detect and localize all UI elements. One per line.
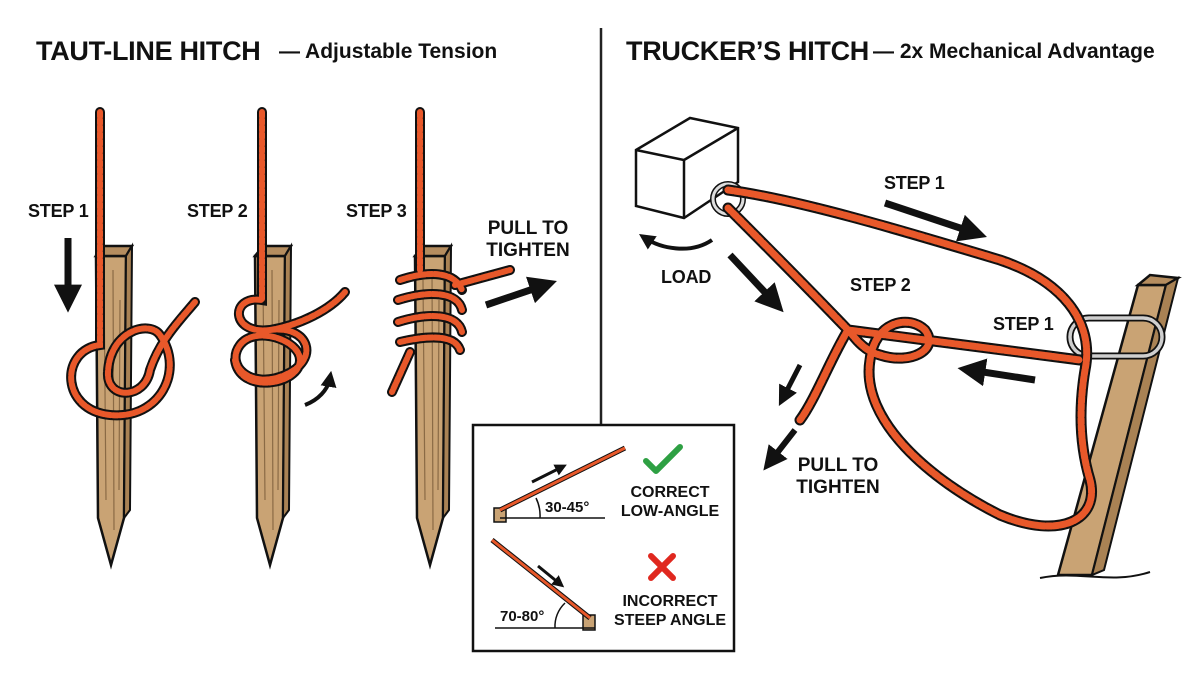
incorrect-angle-value: 70-80° bbox=[500, 608, 545, 625]
left-title: TAUT-LINE HITCH bbox=[36, 36, 261, 66]
incorrect-label: INCORRECT STEEP ANGLE bbox=[612, 592, 728, 630]
step1-arrow-icon bbox=[883, 199, 987, 242]
right-step-2: STEP 2 bbox=[850, 275, 911, 295]
load-curved-arrow-icon bbox=[639, 234, 714, 251]
left-pull-line2: TIGHTEN bbox=[486, 239, 570, 261]
pull-arrow-icon bbox=[484, 276, 557, 309]
left-pull-label: PULL TO TIGHTEN bbox=[483, 218, 573, 262]
left-step-3: STEP 3 bbox=[346, 201, 407, 221]
right-subtitle: — 2x Mechanical Advantage bbox=[873, 40, 1155, 63]
metal-hook bbox=[1066, 314, 1166, 360]
right-title: TRUCKER’S HITCH bbox=[626, 36, 869, 66]
pull-down-arrow-icon bbox=[778, 363, 803, 407]
left-step-1: STEP 1 bbox=[28, 201, 89, 221]
correct-angle-sketch bbox=[493, 445, 627, 523]
curved-arrow-icon bbox=[304, 370, 337, 407]
load-label: LOAD bbox=[661, 267, 712, 287]
left-pull-line1: PULL TO bbox=[487, 218, 569, 239]
right-pull-label: PULL TO TIGHTEN bbox=[790, 455, 886, 499]
incorrect-angle-sketch bbox=[490, 538, 596, 631]
rope-step-3 bbox=[387, 107, 515, 397]
right-pull-line2: TIGHTEN bbox=[796, 476, 880, 498]
left-step-2: STEP 2 bbox=[187, 201, 248, 221]
correct-line2: LOW-ANGLE bbox=[620, 503, 720, 521]
rope-step-1 bbox=[66, 107, 200, 421]
checkmark-icon bbox=[643, 444, 683, 474]
right-step-1-side: STEP 1 bbox=[993, 314, 1054, 334]
incorrect-line1: INCORRECT bbox=[622, 593, 718, 610]
rope-step-2 bbox=[230, 107, 350, 388]
load-arrow-icon bbox=[727, 252, 784, 313]
incorrect-line2: STEEP ANGLE bbox=[613, 612, 727, 630]
step1-return-arrow-icon bbox=[957, 358, 1036, 387]
correct-label: CORRECT LOW-ANGLE bbox=[614, 483, 726, 521]
right-step-1-top: STEP 1 bbox=[884, 173, 945, 193]
anchor-block bbox=[634, 116, 740, 220]
left-subtitle: — Adjustable Tension bbox=[279, 40, 498, 63]
right-pull-line1: PULL TO bbox=[797, 455, 879, 476]
pull-tighten-arrow-icon bbox=[763, 428, 798, 471]
cross-icon bbox=[648, 553, 676, 581]
correct-angle-value: 30-45° bbox=[545, 499, 590, 516]
correct-line1: CORRECT bbox=[630, 484, 710, 501]
truckers-rope bbox=[722, 184, 1097, 532]
angle-inset-box bbox=[471, 423, 736, 653]
